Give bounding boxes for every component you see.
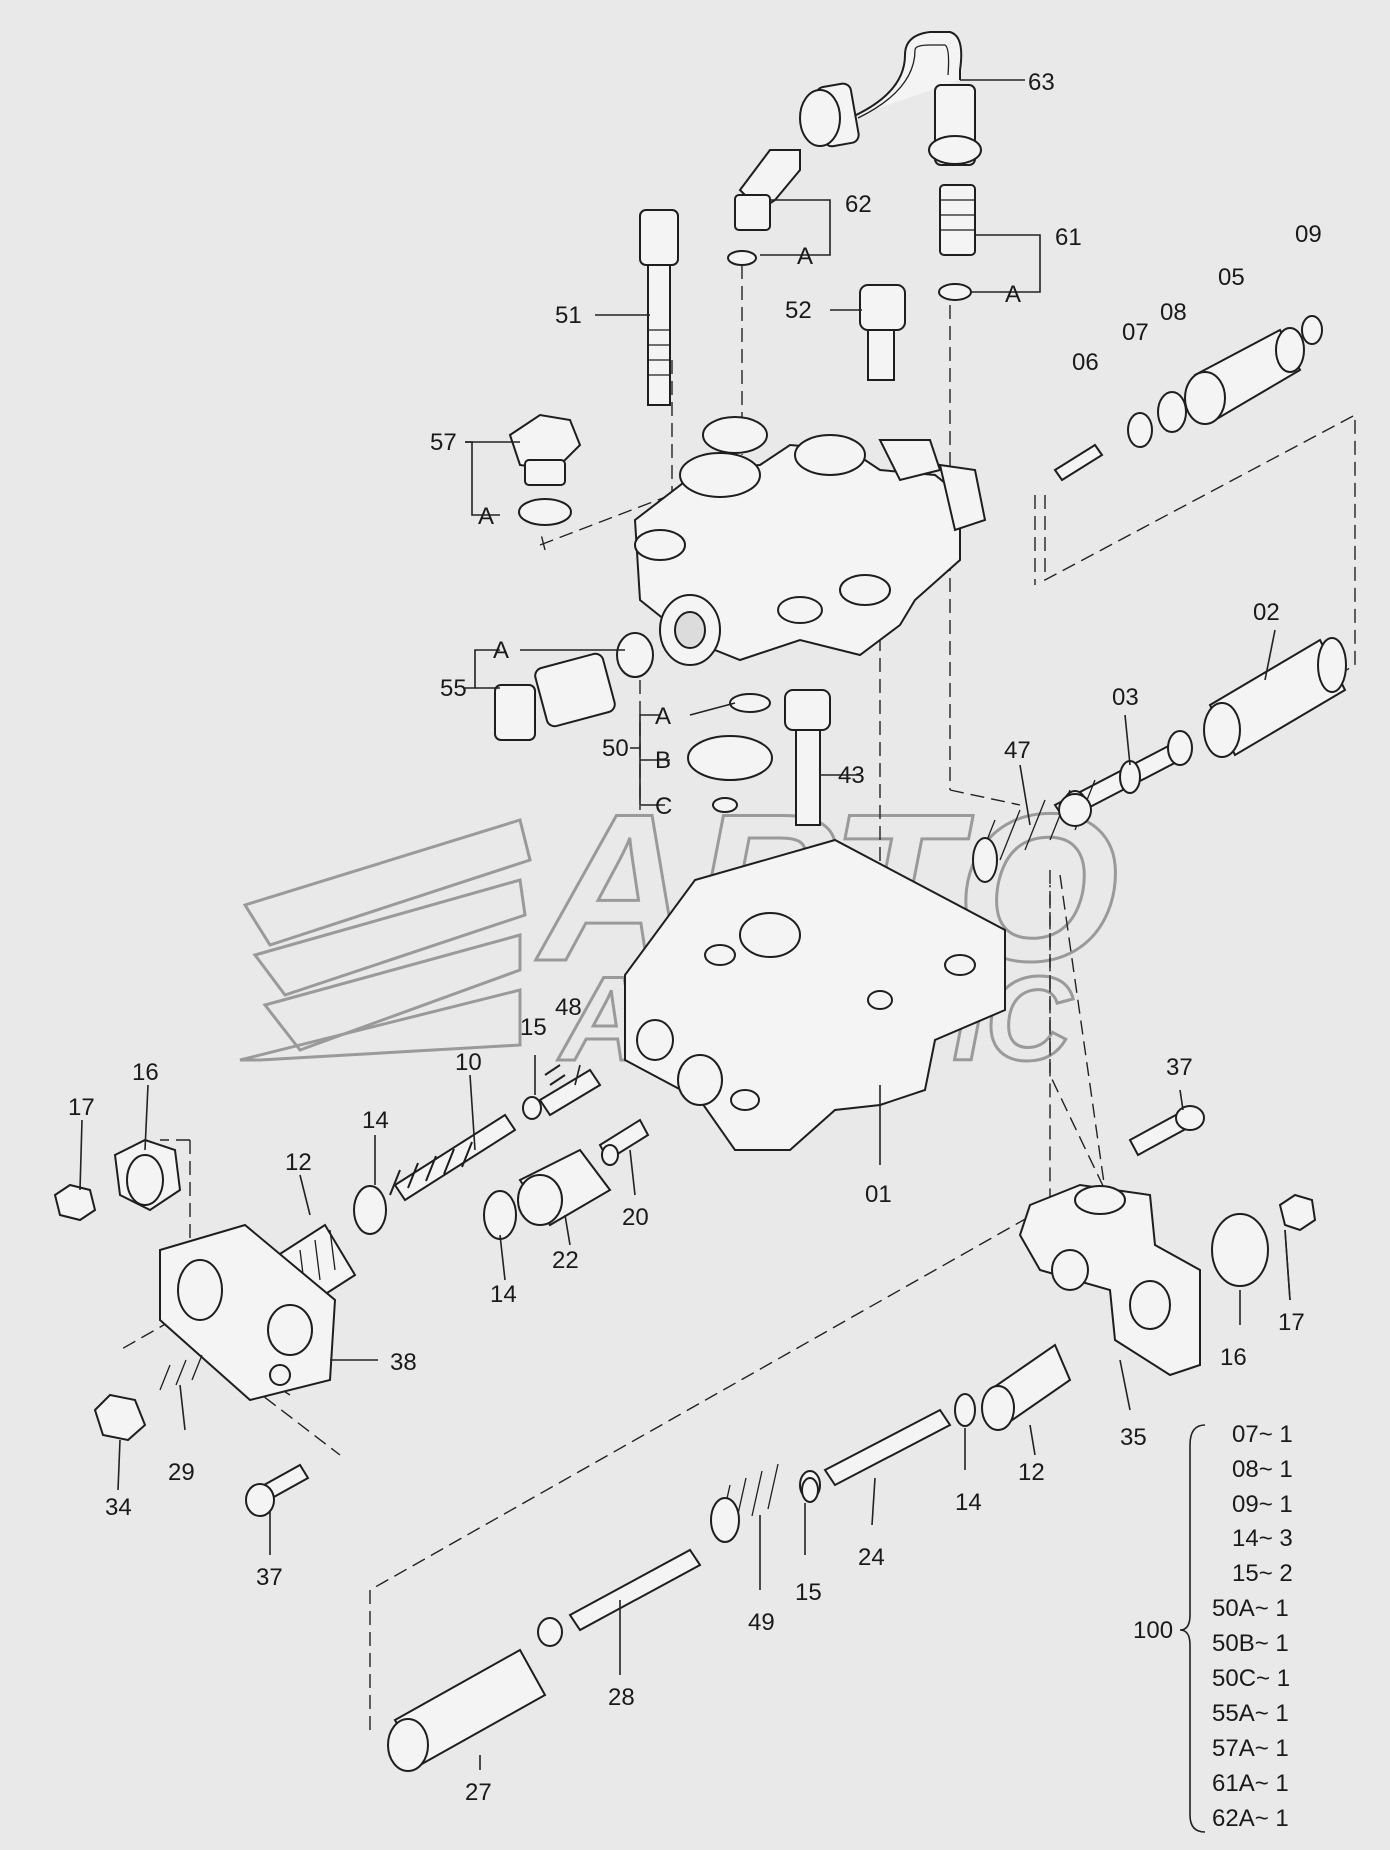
callout-43: 43 (838, 762, 865, 789)
right-side-parts (387, 1105, 1317, 1772)
callout-47: 47 (1004, 737, 1031, 764)
kit-row: 14~ 3 (1232, 1525, 1293, 1552)
callout-37-left: 37 (256, 1564, 283, 1591)
kit-row: 07~ 1 (1232, 1421, 1293, 1448)
cartridge-05 (1053, 315, 1323, 482)
kit-row: 50B~ 1 (1212, 1630, 1289, 1657)
kit-row: 15~ 2 (1232, 1560, 1293, 1587)
callout-52: 52 (785, 297, 812, 324)
bolt-43 (784, 689, 831, 826)
callout-35: 35 (1120, 1424, 1147, 1451)
callout-01: 01 (865, 1181, 892, 1208)
callout-17-left: 17 (68, 1094, 95, 1121)
callout-16-right: 16 (1220, 1344, 1247, 1371)
callout-07: 07 (1122, 319, 1149, 346)
callout-28: 28 (608, 1684, 635, 1711)
callout-29: 29 (168, 1459, 195, 1486)
callout-14-left: 14 (490, 1281, 517, 1308)
kit-row: 61A~ 1 (1212, 1770, 1289, 1797)
callout-61: 61 (1055, 224, 1082, 251)
kit-number: 100 (1133, 1617, 1173, 1644)
callout-22: 22 (552, 1247, 579, 1274)
callout-50: 50 (602, 735, 629, 762)
sleeve-02 (1203, 637, 1347, 758)
kit-row: 08~ 1 (1232, 1456, 1293, 1483)
callout-17-right: 17 (1278, 1309, 1305, 1336)
callout-20: 20 (622, 1204, 649, 1231)
callout-16-left: 16 (132, 1059, 159, 1086)
kit-row: 62A~ 1 (1212, 1805, 1289, 1832)
bolt-51 (639, 209, 679, 406)
watermark-logo-icon (239, 818, 532, 1062)
callout-02: 02 (1253, 599, 1280, 626)
sub-label-a-61: A (1005, 281, 1021, 308)
sub-label-a-50: A (655, 703, 671, 730)
sub-label-b-50: B (655, 747, 671, 774)
bolt-52 (859, 284, 906, 381)
callout-05: 05 (1218, 264, 1245, 291)
callout-24: 24 (858, 1544, 885, 1571)
callout-27: 27 (465, 1779, 492, 1806)
callout-62: 62 (845, 191, 872, 218)
callout-labels: 63 62 61 09 05 08 07 06 52 51 57 55 50 4… (68, 69, 1322, 1806)
callout-37-right: 37 (1166, 1054, 1193, 1081)
callout-57: 57 (430, 429, 457, 456)
seal-sub-labels: A A A A A B C (478, 243, 1021, 820)
callout-15-top: 15 (520, 1014, 547, 1041)
callout-14-right: 14 (955, 1489, 982, 1516)
callout-08: 08 (1160, 299, 1187, 326)
kit-row: 55A~ 1 (1212, 1700, 1289, 1727)
plug-57 (508, 413, 582, 526)
kit-row: 09~ 1 (1232, 1491, 1293, 1518)
callout-34: 34 (105, 1494, 132, 1521)
kit-row: 50A~ 1 (1212, 1595, 1289, 1622)
sub-label-a-62: A (797, 243, 813, 270)
callout-63: 63 (1028, 69, 1055, 96)
sub-label-c-50: C (655, 793, 672, 820)
pipe-63 (799, 31, 982, 166)
pressure-sensor-55 (494, 632, 654, 741)
leader-lines (79, 79, 1291, 1770)
spring-47 (972, 779, 1096, 883)
sub-label-a-55: A (493, 637, 509, 664)
upper-valve-housing (633, 416, 987, 666)
fitting-61 (938, 184, 976, 301)
kit-row: 50C~ 1 (1212, 1665, 1290, 1692)
callout-51: 51 (555, 302, 582, 329)
callout-14-top: 14 (362, 1107, 389, 1134)
sub-label-a-57: A (478, 503, 494, 530)
kit-list: 100 07~ 1 08~ 1 09~ 1 14~ 3 15~ 2 50A~ 1… (1133, 1421, 1293, 1833)
callout-55: 55 (440, 675, 467, 702)
kit-row: 57A~ 1 (1212, 1735, 1289, 1762)
callout-12-right: 12 (1018, 1459, 1045, 1486)
callout-06: 06 (1072, 349, 1099, 376)
valve-body-01 (624, 838, 1006, 1151)
callout-03: 03 (1112, 684, 1139, 711)
kit-brace (1179, 1424, 1206, 1833)
callout-38: 38 (390, 1349, 417, 1376)
left-side-parts (53, 1064, 650, 1517)
seal-rings (687, 693, 773, 813)
callout-10: 10 (455, 1049, 482, 1076)
callout-09: 09 (1295, 221, 1322, 248)
callout-48: 48 (555, 994, 582, 1021)
callout-12-left: 12 (285, 1149, 312, 1176)
elbow-fitting-62 (727, 149, 801, 266)
callout-15-bottom: 15 (795, 1579, 822, 1606)
callout-49: 49 (748, 1609, 775, 1636)
